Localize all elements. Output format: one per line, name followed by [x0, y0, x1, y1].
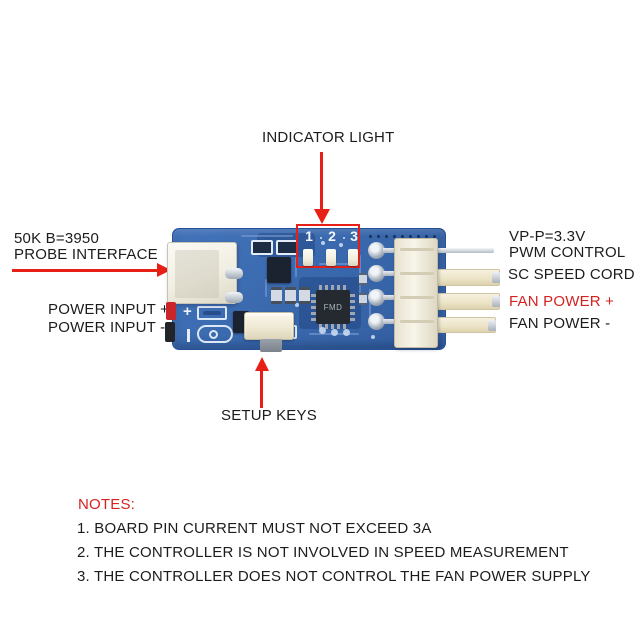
solder-pad [368, 313, 385, 330]
chip-pins [350, 293, 355, 321]
via-dot [339, 243, 343, 247]
via-dot [343, 329, 350, 336]
note-item-2: 2. THE CONTROLLER IS NOT INVOLVED IN SPE… [77, 544, 569, 561]
indicator-arrow-head [314, 209, 330, 224]
pad-lead [383, 319, 397, 324]
led-number-1: 1 [305, 228, 313, 244]
probe-contact-pin [225, 268, 243, 279]
pad-lead [383, 295, 397, 300]
fan-pin-pwm [436, 248, 494, 253]
silkscreen-outline [197, 325, 233, 343]
silk-dot [343, 237, 345, 239]
smd-capacitor [359, 293, 367, 305]
pin-hole-dot [401, 235, 404, 238]
pcb-trace [369, 289, 371, 323]
pin-hole-dot [433, 235, 436, 238]
pin-hole-dot [385, 235, 388, 238]
indicator-light-label: INDICATOR LIGHT [262, 129, 395, 146]
probe-connector-slot [175, 250, 219, 298]
smd-component [276, 240, 298, 255]
via-dot [321, 241, 325, 245]
chip-pins [319, 285, 347, 290]
smd-component [251, 240, 273, 255]
indicator-led-2 [326, 249, 336, 266]
notes-title: NOTES: [78, 496, 136, 513]
via-dot [295, 303, 299, 307]
controller-board: FMD + 1 2 3 [165, 224, 508, 358]
silkscreen-outline [197, 306, 227, 320]
via-dot [371, 335, 375, 339]
pin-hole-dot [409, 235, 412, 238]
fan-pin-power-minus [434, 317, 496, 333]
fan-power-minus-label: FAN POWER - [509, 315, 611, 332]
smd-capacitor [359, 273, 367, 285]
chip-body: FMD [316, 290, 350, 324]
pad-lead [383, 271, 397, 276]
chip-pins [319, 324, 347, 329]
power-input-minus-label: POWER INPUT - [48, 319, 166, 336]
note-item-1: 1. BOARD PIN CURRENT MUST NOT EXCEED 3A [77, 520, 432, 537]
fan-pin-power-plus [432, 293, 500, 310]
probe-arrow-line [12, 269, 158, 272]
pin-hole-dot [425, 235, 428, 238]
fan-connector [394, 238, 438, 348]
pad-lead [383, 248, 397, 253]
vpp-label: VP-P=3.3V [509, 228, 586, 245]
setup-arrow-head [255, 357, 269, 371]
smd-resistor [285, 287, 296, 304]
pin-hole-dot [417, 235, 420, 238]
pwm-control-label: PWM CONTROL [509, 244, 626, 261]
smd-resistor [271, 287, 282, 304]
probe-contact-pin [225, 292, 243, 303]
polarity-minus-marking [187, 329, 190, 342]
via-dot [319, 327, 326, 334]
solder-pad [368, 289, 385, 306]
connector-groove [400, 248, 434, 251]
smd-component [203, 311, 221, 315]
indicator-arrow-line [320, 152, 323, 209]
smd-resistor [299, 287, 310, 304]
via-dot [331, 329, 338, 336]
setup-button-stem [260, 339, 282, 352]
fan-pin-speed [434, 269, 500, 286]
pin-hole-dot [377, 235, 380, 238]
indicator-led-1 [303, 249, 313, 266]
note-item-3: 3. THE CONTROLLER DOES NOT CONTROL THE F… [77, 568, 591, 585]
led-number-3: 3 [350, 228, 358, 244]
pcb-trace [241, 235, 293, 237]
indicator-led-box: 1 2 3 [296, 224, 360, 268]
power-wire-positive [166, 302, 176, 320]
fan-power-plus-label: FAN POWER + [509, 293, 615, 310]
silk-dot [320, 237, 322, 239]
mcu-chip: FMD [311, 285, 355, 329]
power-wire-negative [165, 322, 175, 342]
power-input-plus-label: POWER INPUT + [48, 301, 170, 318]
connector-groove [400, 272, 434, 275]
connector-groove [400, 296, 434, 299]
setup-keys-label: SETUP KEYS [221, 407, 317, 424]
setup-arrow-line [260, 370, 263, 408]
probe-spec-label: 50K B=3950 [14, 230, 99, 247]
setup-button [244, 312, 294, 340]
pin-hole-dot [369, 235, 372, 238]
solder-pad [368, 265, 385, 282]
led-number-2: 2 [328, 228, 336, 244]
pcb-trace [265, 279, 267, 297]
transistor [267, 257, 291, 283]
silkscreen-circle [209, 330, 218, 339]
pin-hole-dot [393, 235, 396, 238]
polarity-plus-marking: + [183, 303, 192, 320]
indicator-led-3 [348, 249, 358, 266]
chip-pins [311, 293, 316, 321]
probe-interface-label: PROBE INTERFACE [14, 246, 158, 263]
solder-pad [368, 242, 385, 259]
connector-groove [400, 320, 434, 323]
sc-speed-cord-label: SC SPEED CORD [508, 266, 635, 283]
